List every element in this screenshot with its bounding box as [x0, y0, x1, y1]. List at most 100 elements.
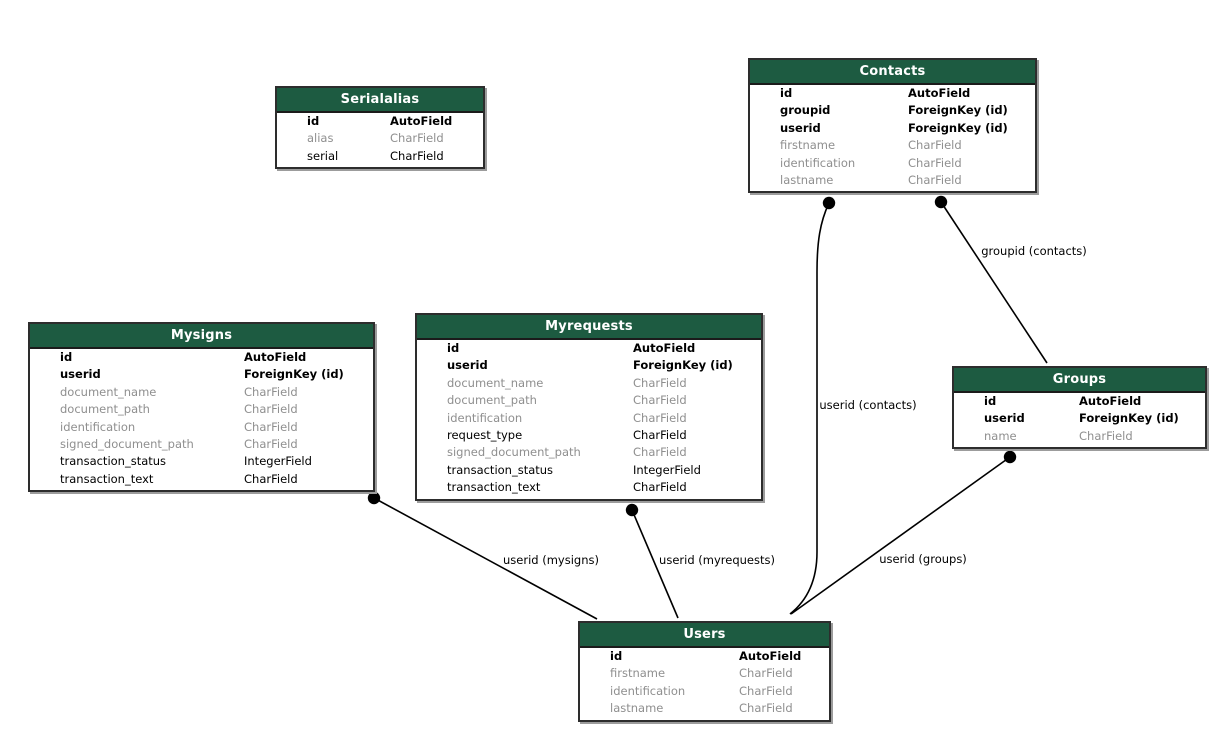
field-type: CharField	[244, 402, 298, 417]
field-name: id	[610, 649, 623, 663]
field-row-serialalias-serial: serial CharField	[277, 148, 483, 165]
field-type: ForeignKey (id)	[908, 103, 1008, 118]
field-name: lastname	[780, 172, 834, 187]
field-name: id	[780, 86, 793, 100]
field-type: CharField	[739, 701, 793, 716]
field-type: CharField	[244, 471, 298, 486]
table-title-users: Users	[580, 623, 829, 648]
edge-label-userid-mysigns: userid (mysigns)	[503, 553, 599, 567]
field-name: alias	[307, 131, 334, 146]
edge-dot-groupid-contacts	[934, 195, 948, 209]
field-type: CharField	[390, 148, 444, 163]
table-title-myrequests: Myrequests	[417, 315, 761, 340]
field-name: userid	[780, 120, 821, 135]
field-name: id	[984, 394, 997, 408]
field-name: userid	[60, 367, 101, 382]
field-type: CharField	[739, 683, 793, 698]
field-name: signed_document_path	[447, 445, 581, 460]
table-title-groups: Groups	[954, 368, 1205, 393]
field-row-myrequests-document_path: document_path CharField	[417, 392, 761, 409]
field-row-myrequests-request_type: request_type CharField	[417, 427, 761, 444]
field-name: signed_document_path	[60, 436, 194, 451]
field-name: document_path	[447, 393, 537, 408]
field-type: CharField	[633, 427, 687, 442]
field-name: transaction_text	[60, 471, 154, 486]
field-type: CharField	[633, 480, 687, 495]
table-title-serialalias: Serialalias	[277, 88, 483, 113]
field-name: firstname	[780, 138, 836, 153]
field-name: document_name	[447, 375, 544, 390]
edge-userid-groups	[790, 456, 1011, 615]
edge-label-groupid-contacts: groupid (contacts)	[981, 244, 1087, 258]
field-name: request_type	[447, 427, 523, 442]
field-type: AutoField	[390, 114, 453, 128]
field-row-serialalias-alias: alias CharField	[277, 130, 483, 147]
field-type: IntegerField	[633, 462, 701, 477]
field-row-contacts-id: id AutoField	[750, 85, 1035, 102]
table-title-contacts: Contacts	[750, 60, 1035, 85]
field-name: transaction_status	[447, 462, 554, 477]
edge-dot-userid-myrequests	[625, 503, 639, 517]
edge-label-userid-groups: userid (groups)	[879, 552, 967, 566]
field-type: CharField	[244, 384, 298, 399]
edge-label-userid-myrequests: userid (myrequests)	[659, 553, 775, 567]
field-type: AutoField	[244, 350, 307, 364]
field-row-mysigns-document_path: document_path CharField	[30, 401, 373, 418]
field-type: CharField	[1079, 428, 1133, 443]
edge-dot-userid-contacts	[822, 196, 836, 210]
field-name: transaction_status	[60, 454, 167, 469]
field-type: ForeignKey (id)	[1079, 411, 1179, 426]
field-type: CharField	[739, 666, 793, 681]
field-name: userid	[447, 358, 488, 373]
field-type: CharField	[390, 131, 444, 146]
field-row-myrequests-transaction_status: transaction_status IntegerField	[417, 462, 761, 479]
field-row-mysigns-signed_document_path: signed_document_path CharField	[30, 436, 373, 453]
field-row-mysigns-document_name: document_name CharField	[30, 384, 373, 401]
table-title-mysigns: Mysigns	[30, 324, 373, 349]
field-name: identification	[447, 410, 523, 425]
field-name: groupid	[780, 103, 831, 118]
field-row-mysigns-transaction_text: transaction_text CharField	[30, 471, 373, 488]
edge-userid-mysigns	[373, 497, 598, 620]
edge-dot-userid-mysigns	[367, 491, 381, 505]
edge-label-userid-contacts: userid (contacts)	[819, 398, 917, 412]
field-type: AutoField	[633, 341, 696, 355]
field-name: id	[307, 114, 320, 128]
edge-dot-userid-groups	[1003, 450, 1017, 464]
field-row-myrequests-transaction_text: transaction_text CharField	[417, 479, 761, 496]
field-name: document_path	[60, 402, 150, 417]
field-type: CharField	[633, 393, 687, 408]
field-type: CharField	[908, 138, 962, 153]
field-name: serial	[307, 148, 339, 163]
field-name: document_name	[60, 384, 157, 399]
edge-userid-myrequests	[631, 509, 679, 619]
field-type: ForeignKey (id)	[244, 367, 344, 382]
field-name: transaction_text	[447, 480, 541, 495]
field-type: CharField	[244, 436, 298, 451]
field-row-contacts-firstname: firstname CharField	[750, 137, 1035, 154]
field-row-groups-userid: userid ForeignKey (id)	[954, 410, 1205, 427]
field-name: userid	[984, 411, 1025, 426]
field-type: AutoField	[908, 86, 971, 100]
field-type: CharField	[633, 445, 687, 460]
